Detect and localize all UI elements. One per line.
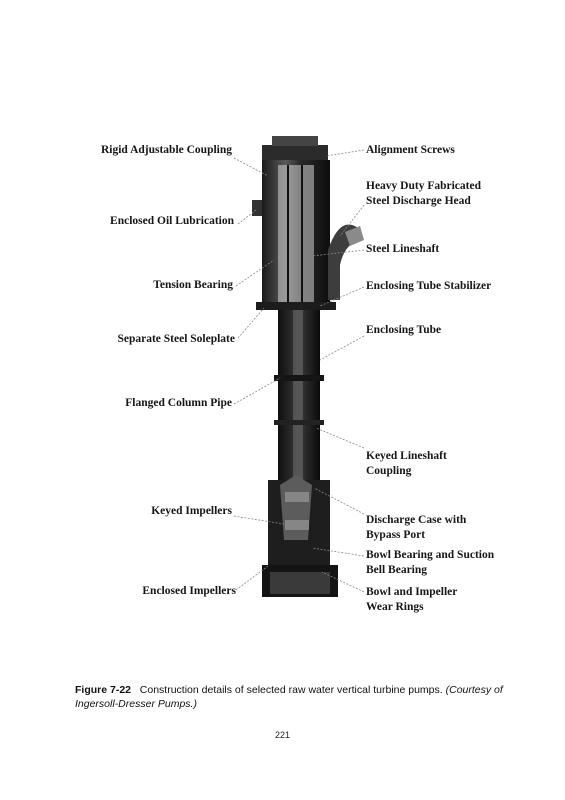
label-tension-bearing: Tension Bearing [153, 279, 233, 291]
label-line: Bowl Bearing and Suction [366, 549, 495, 561]
label-separate-steel-soleplate: Separate Steel Soleplate [117, 333, 235, 345]
caption-number: Figure 7-22 [75, 684, 132, 696]
label-bowl-impeller-wear-rings: Bowl and Impeller Wear Rings [366, 585, 457, 615]
label-alignment-screws: Alignment Screws [366, 144, 455, 156]
label-rigid-adjustable-coupling: Rigid Adjustable Coupling [100, 144, 232, 156]
label-heavy-duty-discharge-head: Heavy Duty Fabricated Steel Discharge He… [366, 179, 481, 209]
label-enclosing-tube-stabilizer: Enclosing Tube Stabilizer [366, 280, 492, 292]
label-steel-lineshaft: Steel Lineshaft [366, 243, 440, 255]
bowl-assembly [262, 475, 338, 597]
label-line: Discharge Case with [366, 514, 467, 526]
label-bowl-bearing: Bowl Bearing and Suction Bell Bearing [366, 548, 494, 578]
label-line: Bowl and Impeller [366, 586, 458, 598]
caption-text: Construction details of selected raw wat… [139, 684, 443, 696]
label-line: Steel Discharge Head [366, 195, 471, 207]
discharge-head [252, 136, 364, 310]
label-line: Wear Rings [366, 601, 424, 613]
figure-caption: Figure 7-22 Construction details of sele… [75, 683, 505, 711]
caption-credit: (Courtesy of Ingersoll-Dresser Pumps.) [75, 684, 503, 710]
page-number: 221 [274, 730, 291, 740]
label-line: Bypass Port [366, 529, 426, 541]
column-pipe [274, 310, 324, 480]
label-keyed-lineshaft-coupling: Keyed Lineshaft Coupling [366, 449, 447, 479]
label-line: Heavy Duty Fabricated [366, 180, 481, 192]
label-enclosed-impellers: Enclosed Impellers [142, 585, 236, 597]
label-keyed-impellers: Keyed Impellers [151, 505, 232, 517]
leader-lines [233, 149, 365, 593]
label-enclosed-oil-lubrication: Enclosed Oil Lubrication [110, 215, 234, 227]
label-line: Keyed Lineshaft [366, 450, 447, 462]
label-enclosing-tube: Enclosing Tube [366, 324, 442, 336]
label-discharge-case: Discharge Case with Bypass Port [366, 513, 466, 543]
label-flanged-column-pipe: Flanged Column Pipe [125, 397, 232, 409]
label-line: Bell Bearing [366, 564, 428, 576]
label-line: Coupling [366, 465, 412, 477]
